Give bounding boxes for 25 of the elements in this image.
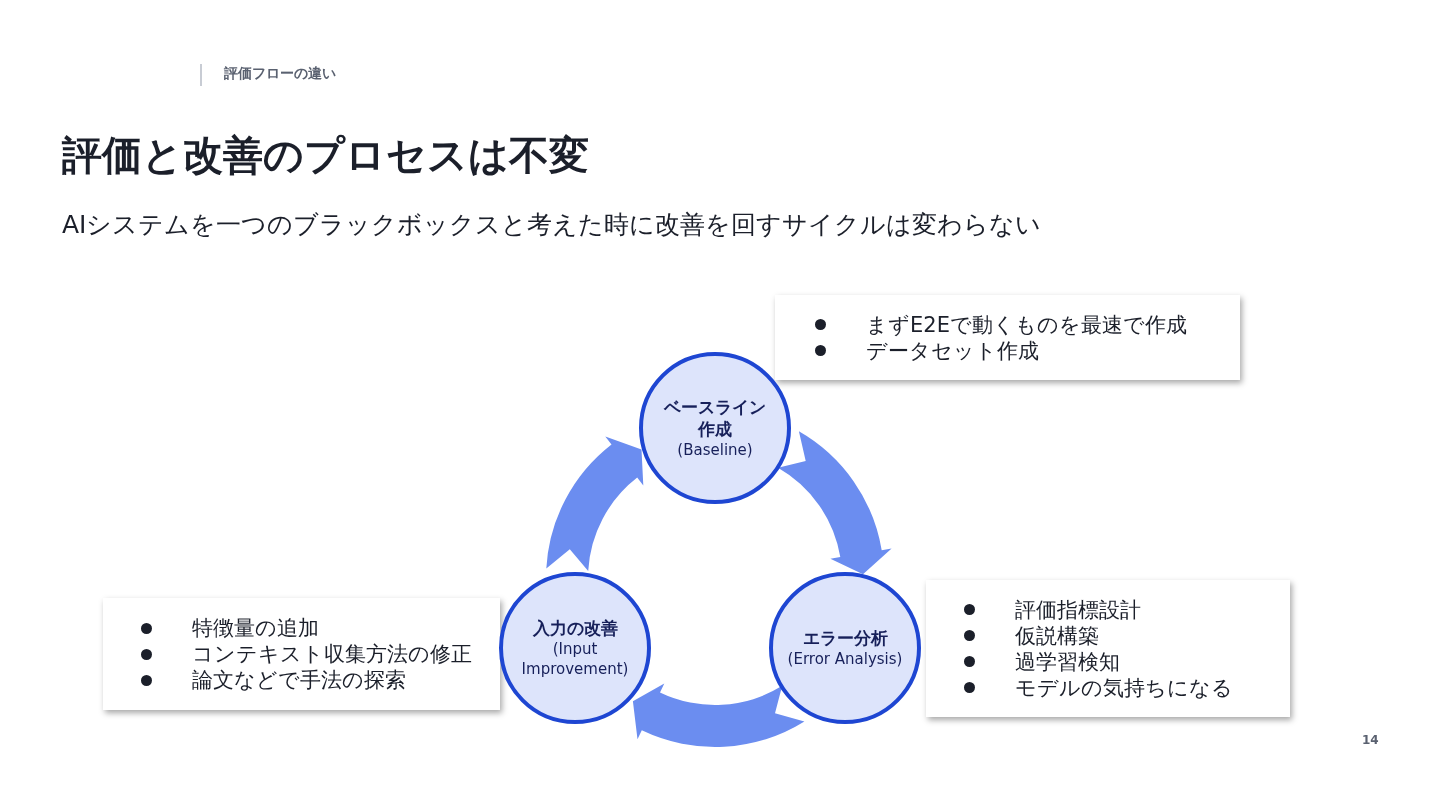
section-label: 評価フローの違い	[224, 65, 336, 83]
step-title: 入力の改善	[532, 617, 618, 639]
note-card	[103, 598, 500, 710]
step-subtitle: (Error Analysis)	[787, 649, 903, 669]
cycle-arrow	[778, 431, 892, 575]
subtitle: AIシステムを一つのブラックボックスと考えた時に改善を回すサイクルは変わらない	[62, 209, 1042, 241]
list-item: コンテキスト収集方法の修正	[192, 641, 472, 667]
list-item: 過学習検知	[1015, 648, 1120, 675]
list-item: まずE2Eで動くものを最速で作成	[866, 311, 1187, 338]
list-item: 仮説構築	[1015, 622, 1099, 649]
list-item: モデルの気持ちになる	[1015, 674, 1233, 701]
cycle-arrow	[546, 436, 644, 571]
list-item: 評価指標設計	[1015, 596, 1141, 623]
list-item: 特徴量の追加	[192, 615, 319, 641]
note-card	[926, 580, 1290, 717]
page-number: 14	[1362, 733, 1379, 747]
note-card	[775, 295, 1240, 380]
step-title: ベースライン作成	[663, 396, 767, 440]
step-subtitle: (Input Improvement)	[520, 639, 630, 679]
list-item: データセット作成	[866, 337, 1039, 364]
cycle-arrow	[632, 683, 805, 747]
slide-title: 評価と改善のプロセスは不変	[62, 131, 589, 180]
list-item: 論文などで手法の探索	[192, 667, 406, 693]
step-subtitle: (Baseline)	[677, 440, 753, 460]
step-title: エラー分析	[802, 627, 888, 649]
